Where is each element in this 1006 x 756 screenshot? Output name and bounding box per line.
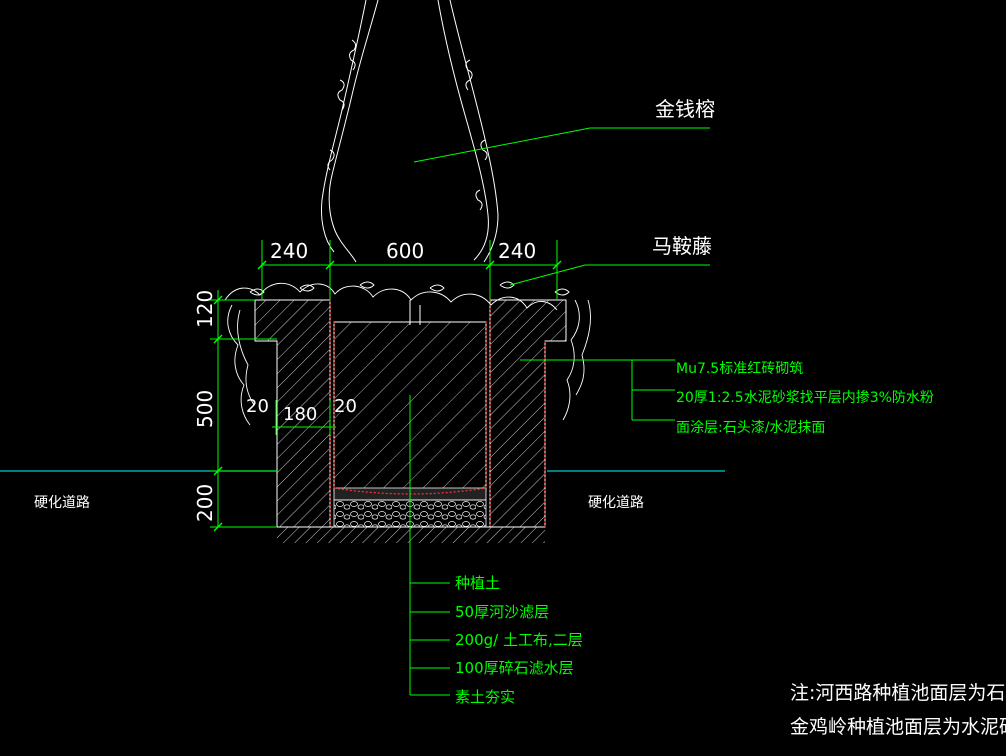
dim-v-120: 120 [193,290,217,328]
label-vine: 马鞍藤 [652,234,712,258]
dim-v-500: 500 [193,390,217,428]
planter-walls [254,299,567,543]
dim-inner-20-left: 20 [246,396,269,417]
right-wall [489,299,567,528]
dim-top-mid: 600 [386,239,424,263]
leader-lines [409,127,710,696]
label-layer-mortar: 20厚1:2.5水泥砂浆找平层内掺3%防水粉 [676,389,934,406]
compacted-base [277,527,545,543]
label-bottom-4: 100厚碎石滤水层 [455,659,574,677]
label-layer-finish: 面涂层:石头漆/水泥抹面 [676,420,825,436]
dim-top-left: 240 [270,239,308,263]
dim-inner-180: 180 [283,404,317,425]
label-road-right: 硬化道路 [588,495,644,511]
label-bottom-1: 种植土 [455,574,500,592]
vine-foliage [224,281,591,426]
label-tree: 金钱榕 [655,97,715,121]
label-bottom-2: 50厚河沙滤层 [455,603,549,621]
label-layer-brick: Mu7.5标准红砖砌筑 [676,361,803,377]
dimension-lines [210,240,558,528]
label-bottom-5: 素土夯实 [455,688,515,706]
dim-top-right: 240 [498,239,536,263]
note-line-1: 注:河西路种植池面层为石 [790,682,1005,704]
label-road-left: 硬化道路 [34,495,90,511]
dimension-ticks [213,260,562,532]
label-bottom-3: 200g/ 土工布,二层 [455,631,583,649]
text-labels: 金钱榕 马鞍藤 240 600 240 120 500 200 20 180 2… [34,97,1006,738]
note-line-2: 金鸡岭种植池面层为水泥砂 [790,716,1006,738]
dim-inner-20-right: 20 [334,396,357,417]
tree-canopy [321,0,499,325]
dim-v-200: 200 [193,484,217,522]
